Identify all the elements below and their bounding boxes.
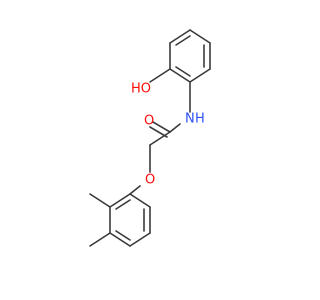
bond xyxy=(129,193,151,208)
molecule-canvas: HO N H O O xyxy=(89,29,211,247)
carbonyl-o-label: O xyxy=(144,114,154,129)
dimethylphenyl-ring xyxy=(109,193,151,247)
bond-carbonyl-ch2 xyxy=(149,131,171,146)
double-bond-inner xyxy=(115,199,131,210)
bond-methyl-3 xyxy=(89,232,111,247)
double-bond-inner xyxy=(175,66,191,77)
amide-n-label: N xyxy=(185,112,195,127)
bond xyxy=(169,68,191,83)
ether-o-label: O xyxy=(145,173,155,188)
bond-o-aryl xyxy=(129,185,141,195)
bond-methyl-2 xyxy=(89,193,111,208)
bond xyxy=(109,193,131,208)
bond xyxy=(189,68,211,83)
bond xyxy=(189,29,211,44)
bond-carbonyl xyxy=(152,121,171,133)
bond-c-oh xyxy=(149,68,171,83)
bond xyxy=(169,29,191,44)
amide-h-label: H xyxy=(195,112,205,127)
hydroxyl-label: HO xyxy=(131,82,151,97)
structure-diagram: HO N H O O xyxy=(89,29,211,247)
bond-n-carbonyl xyxy=(169,123,181,133)
double-bond-inner xyxy=(115,230,131,241)
bond xyxy=(129,232,151,247)
hydroxyphenyl-ring xyxy=(169,29,211,83)
bond xyxy=(109,232,131,247)
double-bond-inner xyxy=(175,35,191,46)
